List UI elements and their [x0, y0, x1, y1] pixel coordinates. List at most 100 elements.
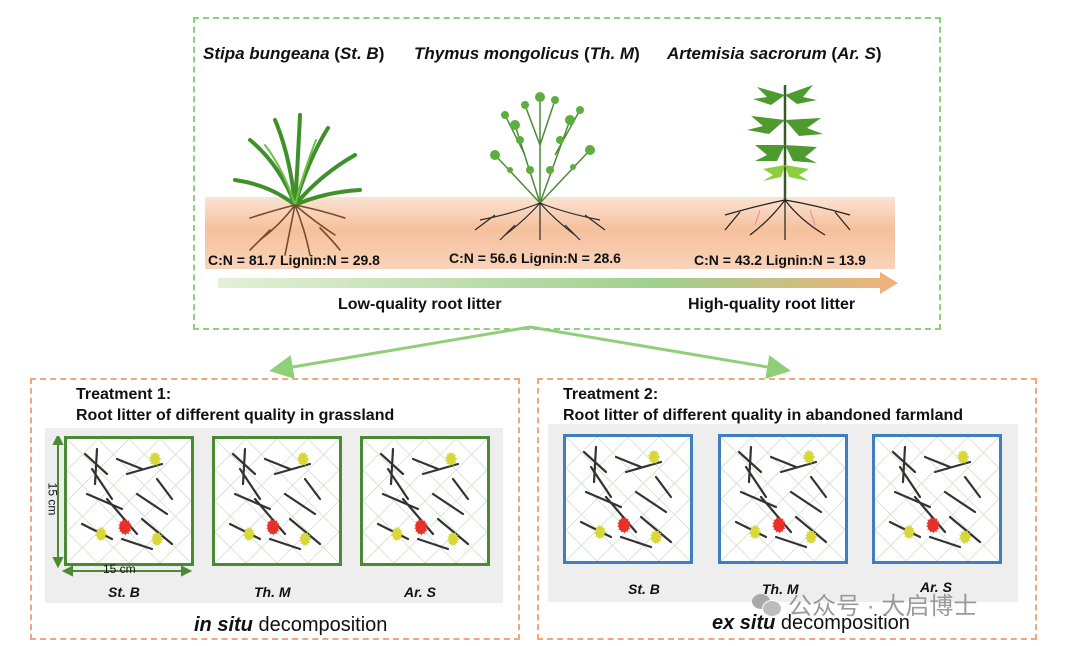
treatment-split-arrows [269, 325, 791, 379]
root-fragment [893, 490, 932, 509]
root-fragment [389, 447, 395, 486]
treatment-1-decomposition: in situ decomposition [194, 614, 387, 637]
yellow-microbe [803, 450, 815, 464]
yellow-microbe [149, 452, 161, 466]
root-fragment [604, 495, 638, 534]
treatment-2-title: Treatment 2: [563, 386, 659, 403]
plot-contents [566, 437, 690, 561]
yellow-microbe [749, 525, 761, 539]
plot-height-label: 15 cm [45, 482, 60, 516]
thyme-plant-illustration [474, 92, 606, 241]
root-fragment [963, 475, 982, 499]
grid-line [215, 500, 278, 563]
plot-contents [67, 439, 191, 563]
plot-1-st-b [64, 436, 194, 566]
yellow-microbe [151, 532, 163, 546]
root-fragment [759, 495, 793, 534]
root-fragment [744, 465, 768, 499]
plant-species-box [193, 17, 941, 330]
species-abbr: St. B [339, 44, 379, 63]
root-fragment [913, 495, 947, 534]
grid-line [215, 439, 278, 502]
red-microbe [617, 517, 631, 533]
root-fragment [943, 490, 977, 514]
grid-line [455, 531, 487, 563]
root-fragment [233, 492, 272, 511]
red-microbe [414, 519, 428, 535]
grid-line [67, 439, 130, 502]
root-fragment [898, 465, 922, 499]
root-fragment [654, 475, 673, 499]
grid-line [276, 500, 339, 563]
root-fragment [303, 477, 322, 501]
grid-line [67, 439, 99, 471]
root-fragment [794, 515, 828, 544]
grid-line [658, 437, 690, 469]
root-fragment [779, 460, 818, 474]
grid-line [393, 439, 487, 533]
grid-line [875, 437, 999, 561]
grass-plant-illustration [233, 113, 362, 256]
root-fragment [288, 517, 322, 546]
plot-contents [721, 437, 845, 561]
yellow-microbe [959, 530, 971, 544]
plot-contents [215, 439, 339, 563]
grid-line [363, 439, 487, 563]
grid-line [245, 439, 339, 533]
root-fragment [948, 515, 982, 544]
root-fragment [589, 465, 613, 499]
yellow-microbe [297, 452, 309, 466]
grid-line [813, 437, 845, 469]
root-fragment [431, 492, 465, 516]
soil-band [205, 197, 895, 269]
species-latin: Stipa bungeana [203, 44, 330, 63]
species-abbr: Ar. S [837, 44, 876, 63]
species-abbr: Th. M [589, 44, 635, 63]
root-fragment [155, 477, 174, 501]
species-latin: Artemisia sacrorum [667, 44, 827, 63]
root-fragment [253, 497, 287, 536]
low-quality-label: Low-quality root litter [338, 296, 502, 313]
root-fragment [381, 492, 420, 511]
grid-line [566, 437, 660, 531]
grid-line [67, 439, 191, 563]
yellow-microbe [391, 527, 403, 541]
grid-line [215, 531, 247, 563]
grid-line [363, 439, 457, 533]
grid-line [721, 498, 784, 561]
high-quality-label: High-quality root litter [688, 296, 856, 313]
grid-line [596, 467, 690, 561]
root-fragment [624, 460, 663, 474]
grid-line [967, 529, 999, 561]
grid-line [566, 529, 598, 561]
root-fragment [115, 457, 144, 471]
plot-1-label-th-m: Th. M [254, 584, 291, 600]
root-fragment [451, 477, 470, 501]
plot-1-th-m [212, 436, 342, 566]
root-fragment [789, 490, 823, 514]
plot-2-th-m [718, 434, 848, 564]
grid-line [566, 437, 598, 469]
grid-line [905, 467, 999, 561]
treatment-2-box [537, 378, 1037, 640]
root-fragment [120, 537, 154, 551]
grid-line [307, 439, 339, 471]
species-latin: Thymus mongolicus [414, 44, 580, 63]
grid-line [875, 437, 938, 500]
plot-1-ar-s [360, 436, 490, 566]
wechat-icon [752, 592, 782, 617]
grid-line [936, 498, 999, 561]
grid-line [128, 500, 191, 563]
grid-line [566, 498, 629, 561]
plot-contents [875, 437, 999, 561]
yellow-microbe [243, 527, 255, 541]
red-microbe [118, 519, 132, 535]
watermark: 公众号 · 大启博士 [752, 586, 977, 621]
yellow-microbe [445, 452, 457, 466]
grid-line [721, 529, 753, 561]
treatment-1-box [30, 378, 520, 640]
root-fragment [584, 490, 623, 509]
grid-line [215, 439, 247, 471]
root-fragment [125, 462, 164, 476]
ratio-thymus: C:N = 56.6 Lignin:N = 28.6 [449, 250, 621, 266]
